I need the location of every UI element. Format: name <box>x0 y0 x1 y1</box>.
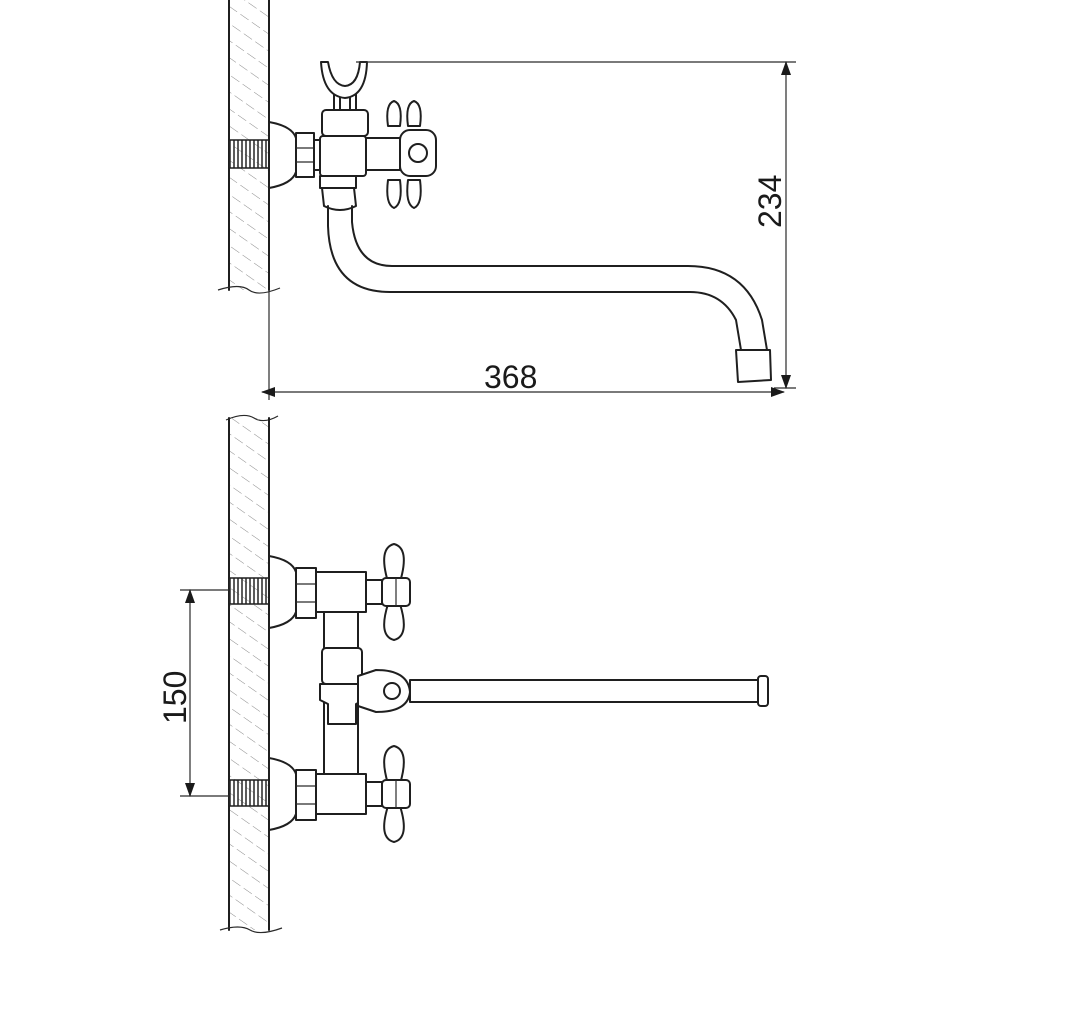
length-dimension-label: 368 <box>484 359 537 395</box>
upper-inlet <box>268 555 383 629</box>
hex-nut-top <box>295 132 315 178</box>
upper-cross-handle <box>381 543 411 641</box>
lower-inlet <box>268 757 383 831</box>
height-dimension-label: 234 <box>752 175 788 228</box>
wall-bottom <box>219 414 283 934</box>
spacing-dimension: 150 <box>157 589 229 797</box>
holder-collar <box>321 109 369 137</box>
wall-flange-top <box>268 121 297 189</box>
spout-pipe-front <box>409 679 761 703</box>
side-view: 234 368 <box>217 0 796 400</box>
front-view: 150 <box>157 414 769 934</box>
length-dimension: 368 <box>261 290 785 400</box>
shower-holder-top <box>320 61 368 99</box>
lower-cross-handle <box>381 745 411 843</box>
spout-tip-front <box>757 675 769 707</box>
height-dimension: 234 <box>356 61 796 389</box>
cross-handle-top <box>365 100 437 209</box>
spout-aerator-top <box>735 349 772 383</box>
spacing-dimension-label: 150 <box>157 671 193 724</box>
mixer-body-top <box>319 135 367 177</box>
body-lower-collar <box>319 175 357 189</box>
spout-pipe-top <box>327 205 742 351</box>
spout-swivel-nut <box>321 187 357 211</box>
